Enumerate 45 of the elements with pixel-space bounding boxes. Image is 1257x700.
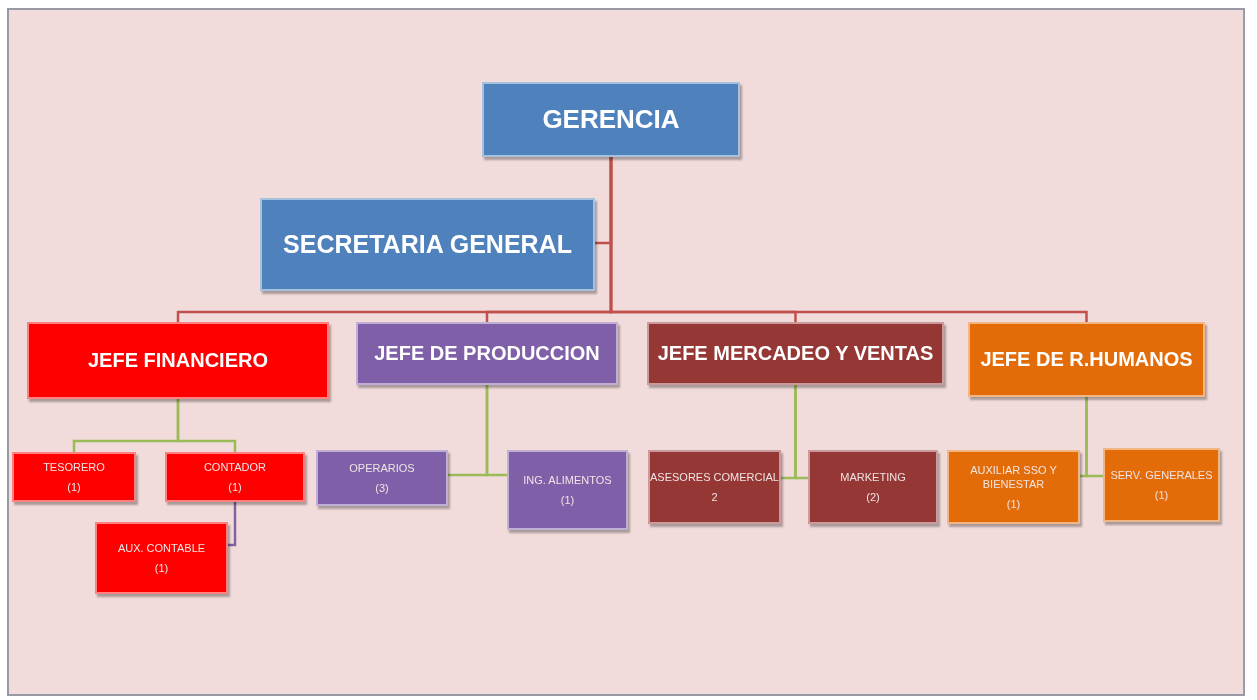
org-box (165, 452, 305, 502)
org-box (507, 450, 628, 530)
org-box (12, 452, 136, 502)
staff-count: (1) (1154, 488, 1169, 503)
staff-count: (1) (67, 480, 81, 495)
org-box (647, 322, 944, 385)
org-box (947, 450, 1080, 524)
connector-line (485, 385, 507, 477)
position-title: JEFE DE PRODUCCION (374, 341, 600, 366)
position-title: MARKETING (840, 469, 906, 484)
staff-count: (1) (154, 561, 169, 576)
org-box (808, 450, 938, 524)
connector-line (794, 385, 808, 480)
position-title: GERENCIA (542, 103, 680, 136)
org-box (95, 522, 228, 594)
staff-count: (1) (560, 493, 575, 508)
org-box (27, 322, 329, 399)
position-title: OPERARIOS (349, 460, 415, 475)
position-title: AUXILIAR SSO Y BIENESTAR (969, 462, 1058, 492)
position-title: SERV. GENERALES (1110, 467, 1213, 482)
connector-line (228, 502, 237, 547)
position-title: TESORERO (43, 459, 105, 474)
connector-line (176, 399, 237, 452)
staff-count: 2 (711, 490, 718, 505)
connector-line (1085, 397, 1103, 478)
position-title: ING. ALIMENTOS (523, 472, 612, 487)
org-box (316, 450, 448, 506)
position-title: JEFE MERCADEO Y VENTAS (657, 341, 934, 366)
position-title: JEFE FINANCIERO (88, 348, 268, 373)
org-box (260, 198, 595, 291)
org-box (1103, 448, 1220, 522)
org-box (968, 322, 1205, 397)
connector-line (609, 157, 1088, 322)
position-title: CONTADOR (203, 459, 267, 474)
position-title: AUX. CONTABLE (117, 540, 206, 555)
staff-count: (3) (375, 481, 389, 496)
org-box (356, 322, 618, 385)
staff-count: (1) (1006, 497, 1021, 512)
position-title: ASESORES COMERCIAL (650, 469, 779, 484)
org-box (482, 82, 740, 157)
staff-count: (1) (228, 480, 242, 495)
staff-count: (2) (866, 490, 880, 505)
org-box (648, 450, 781, 524)
position-title: JEFE DE R.HUMANOS (980, 347, 1193, 372)
position-title: SECRETARIA GENERAL (283, 228, 572, 260)
